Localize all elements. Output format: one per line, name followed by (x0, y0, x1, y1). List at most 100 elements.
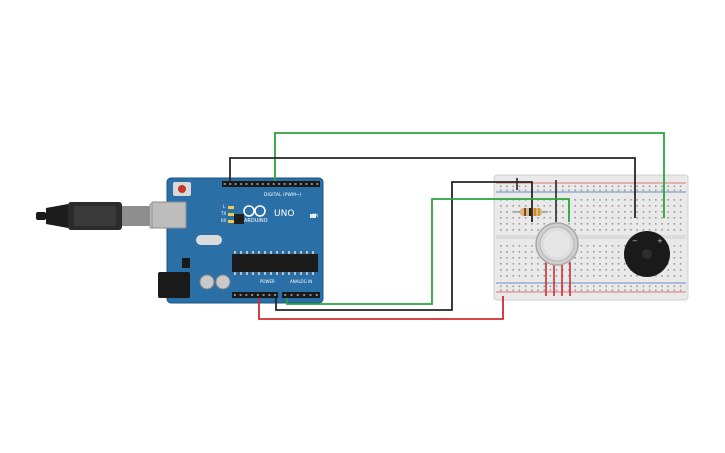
header-pin (274, 294, 277, 296)
breadboard-hole (506, 245, 508, 247)
breadboard-hole (593, 205, 595, 207)
wire-green-analog[interactable] (286, 198, 570, 305)
breadboard-hole (605, 285, 607, 288)
breadboard-hole (655, 189, 657, 192)
wire-red-5v[interactable] (258, 296, 504, 320)
breadboard-hole (655, 211, 657, 213)
reset-button-cap (178, 185, 186, 193)
breadboard-hole (593, 211, 595, 213)
breadboard-hole (518, 251, 521, 253)
header-pin (316, 183, 319, 185)
breadboard-hole (537, 269, 539, 271)
breadboard-hole (624, 269, 626, 271)
breadboard-hole (512, 223, 514, 225)
breadboard-hole (667, 211, 669, 213)
breadboard-hole (605, 189, 607, 192)
mcu-pin (282, 251, 284, 254)
breadboard-hole (580, 205, 583, 207)
breadboard-hole (599, 185, 601, 188)
breadboard-hole (599, 217, 601, 219)
arduino-uno-board[interactable]: UNO ARDUINO DIGITAL (PWM~) POWER ANALOG … (151, 177, 324, 304)
header-pin (245, 294, 248, 296)
breadboard-hole (524, 217, 527, 219)
wires (229, 132, 665, 320)
breadboard-hole (518, 189, 521, 192)
breadboard-hole (574, 185, 576, 188)
mcu-pin (246, 251, 248, 254)
breadboard-hole (679, 269, 682, 271)
voltage-regulator (182, 258, 190, 268)
breadboard-hole (593, 245, 595, 247)
breadboard-hole (574, 205, 576, 207)
breadboard-hole (617, 199, 620, 201)
digital-header[interactable] (222, 181, 320, 187)
wire-black-top[interactable] (229, 157, 636, 218)
breadboard-hole (605, 205, 607, 207)
breadboard-hole (611, 229, 614, 231)
breadboard-hole (568, 289, 570, 292)
analog-header[interactable] (282, 292, 320, 298)
breadboard-hole (512, 211, 514, 213)
breadboard-hole (624, 189, 626, 192)
mcu-pin (234, 251, 236, 254)
breadboard-hole (580, 263, 583, 265)
breadboard-hole (574, 189, 576, 192)
infinity-logo-icon (243, 205, 266, 217)
breadboard-hole (593, 275, 595, 277)
breadboard-hole (636, 205, 638, 207)
breadboard-hole (500, 257, 502, 259)
breadboard-hole (648, 189, 651, 192)
breadboard-hole (537, 185, 539, 188)
breadboard-hole (661, 223, 663, 225)
breadboard-hole (512, 251, 514, 253)
breadboard-hole (586, 289, 589, 292)
power-header[interactable] (232, 292, 278, 298)
breadboard-hole (667, 199, 669, 201)
breadboard-hole (506, 223, 508, 225)
mcu-pin (300, 251, 302, 254)
piezo-buzzer-icon[interactable]: − + (624, 231, 670, 277)
breadboard-hole (531, 289, 533, 292)
breadboard-hole (537, 289, 539, 292)
wire-black-gnd[interactable] (275, 181, 533, 311)
breadboard-hole (518, 257, 521, 259)
breadboard-hole (580, 257, 583, 259)
breadboard-hole (636, 189, 638, 192)
breadboard-hole (574, 289, 576, 292)
breadboard-hole (543, 223, 545, 225)
breadboard-hole (506, 251, 508, 253)
breadboard-hole (599, 275, 601, 277)
breadboard-hole (500, 285, 502, 288)
breadboard-hole (642, 205, 645, 207)
breadboard-hole (531, 251, 533, 253)
header-pin (267, 183, 270, 185)
breadboard-hole (679, 185, 682, 188)
breadboard-hole (636, 211, 638, 213)
breadboard-hole (500, 289, 502, 292)
breadboard-hole (537, 205, 539, 207)
breadboard-hole (630, 223, 632, 225)
breadboard-hole (543, 189, 545, 192)
breadboard-hole (617, 245, 620, 247)
wire-green-top[interactable] (274, 132, 665, 218)
breadboard-hole (673, 199, 676, 201)
breadboard-hole (673, 285, 676, 288)
rx-led (228, 220, 234, 223)
header-pin (268, 294, 271, 296)
resistor-icon[interactable] (514, 208, 548, 216)
breadboard-hole (506, 285, 508, 288)
breadboard-hole (630, 189, 632, 192)
breadboard-hole (667, 189, 669, 192)
breadboard-hole (512, 257, 514, 259)
header-pin (315, 294, 318, 296)
breadboard-hole (580, 285, 583, 288)
breadboard-hole (667, 289, 669, 292)
breadboard-hole (524, 275, 527, 277)
breadboard-hole (586, 223, 589, 225)
breadboard-hole (673, 205, 676, 207)
breadboard-hole (667, 285, 669, 288)
breadboard-hole (624, 223, 626, 225)
gas-sensor-icon[interactable] (535, 222, 579, 266)
breadboard-hole (661, 275, 663, 277)
